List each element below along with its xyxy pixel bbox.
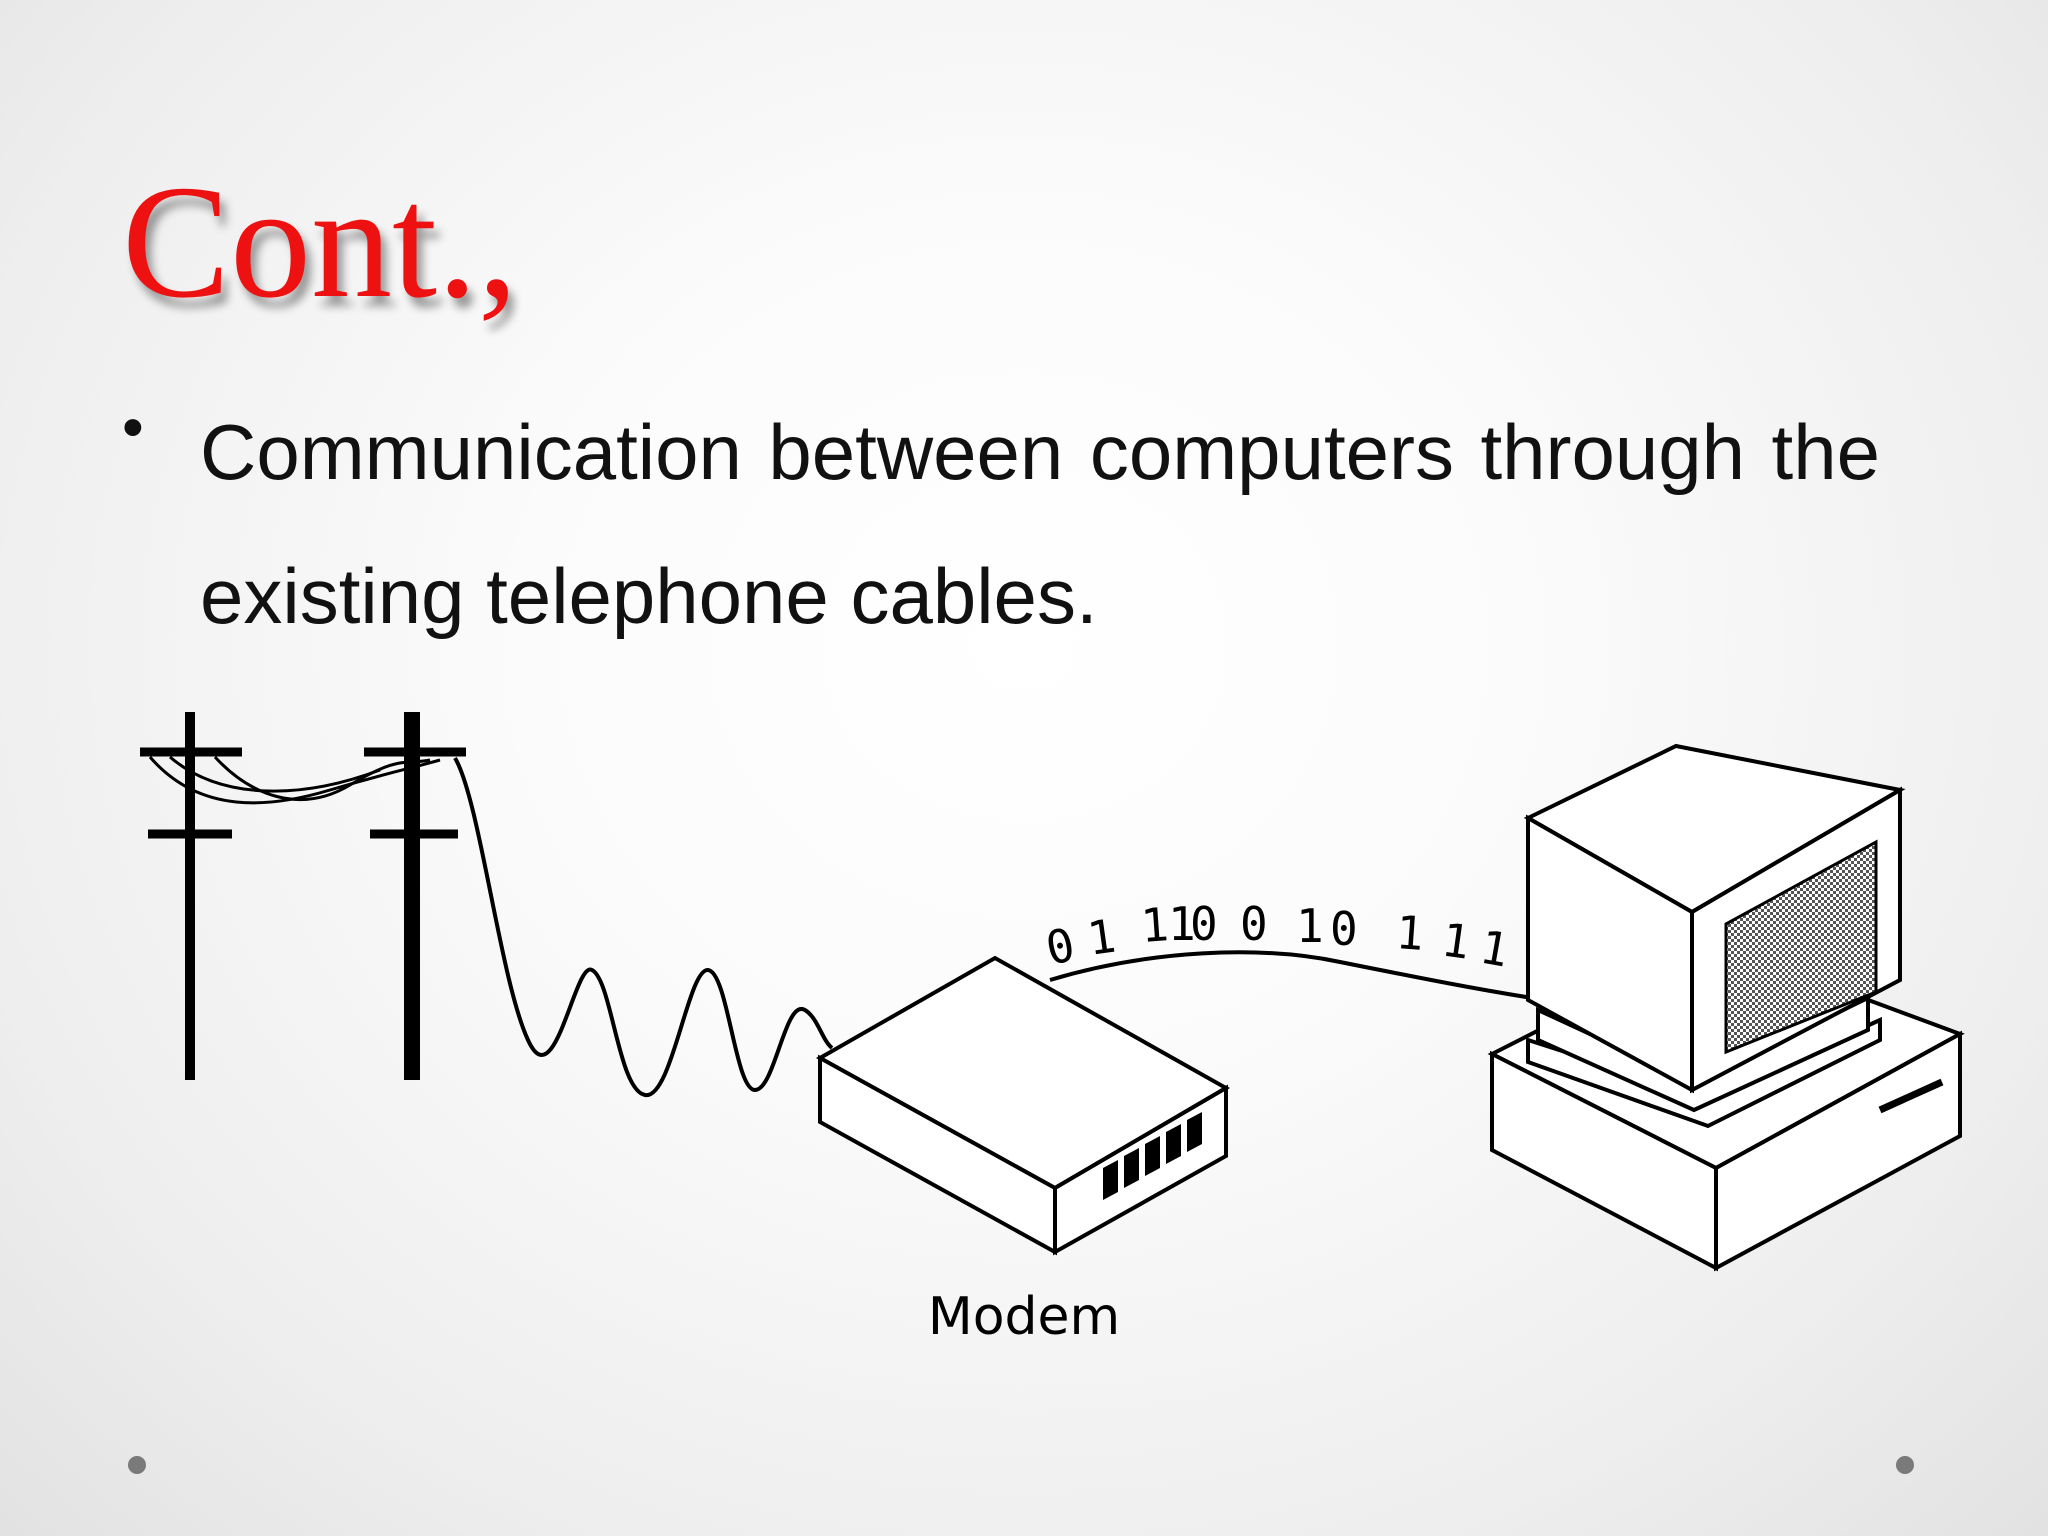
slide-title: Cont., bbox=[122, 153, 519, 332]
modem-diagram: 0 1 1 1 0 0 1 0 1 1 1 Modem bbox=[140, 712, 1965, 1347]
binary-digit: 1 bbox=[1438, 912, 1473, 969]
modem-icon bbox=[815, 955, 1231, 1256]
binary-digit: 0 bbox=[1041, 917, 1079, 976]
binary-digit: 0 bbox=[1330, 902, 1358, 956]
binary-digit: 1 bbox=[1296, 899, 1324, 953]
modem-label: Modem bbox=[928, 1287, 1120, 1347]
bullet-marker: • bbox=[122, 393, 144, 462]
telephone-line-waveform bbox=[453, 756, 834, 1097]
binary-digit: 1 bbox=[1084, 909, 1119, 966]
decorative-dot-left bbox=[128, 1456, 146, 1474]
binary-digit: 0 bbox=[1240, 897, 1268, 951]
decorative-dot-right bbox=[1896, 1456, 1914, 1474]
binary-digit: 1 bbox=[1394, 905, 1425, 961]
telephone-wires bbox=[148, 755, 441, 805]
data-cable bbox=[1049, 950, 1546, 1002]
binary-digit: 0 bbox=[1190, 897, 1218, 951]
telephone-pole-1 bbox=[140, 712, 242, 1080]
bullet-text: Communication between computers through … bbox=[200, 408, 1880, 640]
binary-digit: 1 bbox=[1139, 897, 1170, 953]
binary-digit: 1 bbox=[1476, 920, 1513, 978]
telephone-pole-2 bbox=[364, 712, 466, 1080]
computer-icon bbox=[1487, 743, 1965, 1272]
binary-digit: 1 bbox=[1168, 897, 1196, 951]
